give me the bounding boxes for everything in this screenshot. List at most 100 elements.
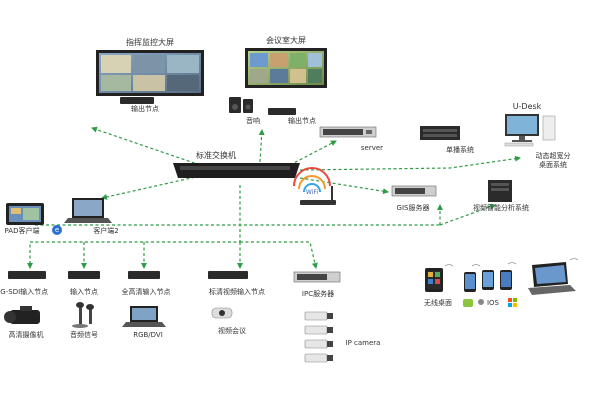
link-bus-sdi — [27, 185, 241, 269]
ie-logo-icon — [52, 225, 62, 235]
sd-node-device — [208, 271, 248, 279]
android-logo-icon — [463, 299, 473, 307]
microphone-icon — [86, 304, 94, 310]
android-device — [463, 272, 476, 307]
link-bus-ipc — [240, 241, 318, 269]
signal-wave-icon — [471, 264, 481, 267]
sdi-input-node: 3G-SDI输入节点 — [0, 271, 48, 296]
ios-device: IOS — [478, 270, 500, 307]
wifi-wave-mid-icon — [298, 175, 326, 190]
monitor-base — [512, 140, 532, 142]
wireless-devices: 无线桌面 IOS — [424, 258, 579, 307]
gis-server-label: GIS服务器 — [397, 203, 430, 212]
video-tile — [308, 69, 322, 83]
video-tile — [250, 69, 268, 83]
switch-device-icon — [173, 163, 300, 178]
signal-wave-icon — [569, 258, 579, 261]
ip-camera-icon — [304, 311, 328, 321]
ipc-server: IPC服务器 — [293, 271, 341, 298]
client-2: e 客户端2 — [52, 198, 119, 235]
rgb-dvi: RGB/DVI — [122, 306, 166, 339]
signal-wave-icon — [507, 262, 517, 265]
app-tile — [428, 279, 433, 284]
dynamic-desktop-label-1: 动态超宽分 — [536, 151, 571, 160]
wifi-wave-outer-icon — [293, 167, 331, 187]
ip-camera-icon — [304, 339, 328, 349]
tablet-app-tile — [23, 208, 39, 220]
camera-icon — [10, 310, 40, 324]
link-switch-output1 — [91, 126, 201, 166]
wireless-desktop-label: 无线桌面 — [424, 298, 452, 307]
pad-client-label: PAD客户端 — [5, 226, 40, 235]
microphone-stand — [89, 308, 92, 324]
output-node-2-label: 输出节点 — [288, 116, 316, 125]
udesk: U-Desk 动态超宽分 桌面系统 — [504, 102, 571, 169]
sd-video-input-node: 标清视频输入节点 — [208, 271, 265, 296]
monitor-stand — [519, 136, 525, 140]
hd-camera-label: 高清摄像机 — [9, 330, 44, 339]
video-tile — [270, 53, 288, 67]
pc-tower-icon — [542, 115, 556, 141]
ip-camera-icon — [304, 325, 328, 335]
video-conference: 视频会议 — [211, 307, 246, 335]
server-label: server — [361, 144, 383, 152]
map-tile — [167, 75, 199, 91]
router-icon — [300, 200, 336, 205]
udesk-label: U-Desk — [513, 102, 542, 111]
link-switch-client2 — [101, 175, 201, 200]
output-node-1-label: 输出节点 — [131, 104, 159, 113]
laptop-base — [64, 218, 112, 223]
broadcast-system-label: 单播系统 — [446, 145, 474, 154]
wireless-laptop — [528, 262, 576, 295]
ip-camera-lens — [327, 313, 333, 319]
ip-camera-icon — [304, 353, 328, 363]
ios-label: IOS — [487, 299, 500, 307]
pad-client: PAD客户端 — [5, 203, 44, 235]
microphone-icon — [76, 302, 84, 308]
meeting-screen-label: 会议室大屏 — [266, 35, 306, 45]
ip-cameras: IP camera — [304, 311, 381, 363]
broadcast-system: 单播系统 — [420, 126, 474, 154]
ip-camera-lens — [327, 327, 333, 333]
output-node-2-device — [268, 108, 296, 115]
server: server — [319, 126, 383, 152]
tablet-app-tile — [11, 208, 21, 214]
broadcast-device-vent — [423, 134, 457, 137]
video-tile — [290, 53, 306, 67]
meeting-screen: 会议室大屏 — [245, 35, 327, 88]
command-screen: 指挥监控大屏 — [96, 37, 204, 96]
map-tile — [167, 55, 199, 73]
video-analysis: 视频智能分析系统 — [473, 180, 529, 212]
standard-switch: 标准交换机 — [173, 150, 300, 178]
wireless-desktop: 无线桌面 — [424, 268, 452, 307]
windows-device — [500, 270, 517, 307]
iphone-screen — [483, 272, 493, 287]
ip-camera-unit — [304, 311, 333, 321]
link-bus-analysis — [439, 203, 496, 226]
camera-handle — [20, 306, 32, 311]
hd-node-label: 全高清输入节点 — [122, 287, 171, 296]
ip-camera-label: IP camera — [346, 339, 381, 347]
hd-node-device — [128, 271, 160, 279]
link-switch-udesk — [299, 155, 521, 171]
windows-logo-icon — [513, 298, 517, 302]
ipc-server-label: IPC服务器 — [302, 289, 334, 298]
video-tile — [308, 53, 322, 67]
video-analysis-label: 视频智能分析系统 — [473, 203, 529, 212]
wifi-signal-icons — [444, 258, 579, 267]
laptop-base — [122, 322, 166, 327]
switch-label: 标准交换机 — [196, 150, 236, 160]
windows-logo-icon — [508, 303, 512, 307]
map-tile — [133, 55, 165, 73]
microphone-base — [72, 324, 88, 328]
sdi-node-device — [8, 271, 46, 279]
gis-server: GIS服务器 — [391, 185, 437, 212]
speaker-label: 音响 — [246, 116, 260, 125]
input-node: 输入节点 — [68, 271, 100, 296]
source-devices: 高清摄像机 音频信号 RGB/DVI 视频会议 — [4, 302, 246, 339]
ip-camera-unit — [304, 325, 333, 335]
analysis-tower-bay — [491, 183, 509, 186]
android-phone-screen — [465, 274, 475, 289]
